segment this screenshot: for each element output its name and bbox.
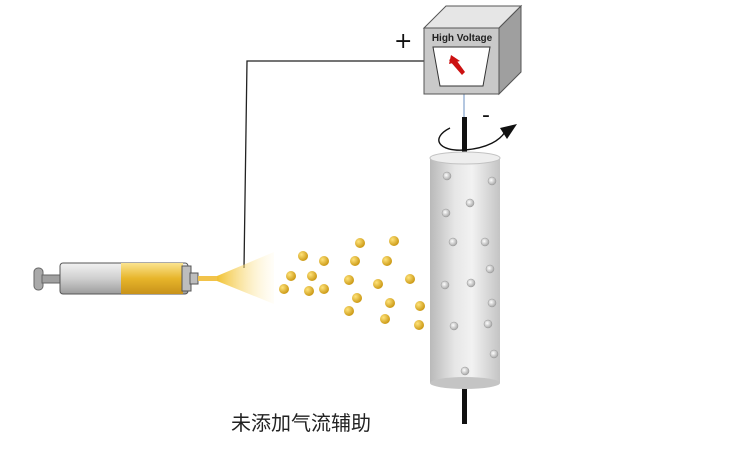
droplet [415, 301, 425, 311]
collector-shaft-top [462, 117, 467, 163]
droplet [355, 238, 365, 248]
droplet [279, 284, 289, 294]
droplet [298, 251, 308, 261]
droplet [405, 274, 415, 284]
syringe-icon [33, 262, 219, 295]
taylor-cone-spray [217, 252, 274, 304]
droplet [344, 306, 354, 316]
positive-sign: + [394, 29, 412, 54]
collector-shaft-bottom [462, 386, 467, 424]
collector-holes [440, 171, 499, 376]
droplet [380, 314, 390, 324]
collector-hole [487, 298, 497, 308]
diagram-caption: 未添加气流辅助 [231, 411, 371, 435]
collector-hole [483, 319, 493, 329]
droplet [352, 293, 362, 303]
collector-hole [489, 349, 499, 359]
droplet [382, 256, 392, 266]
spray-droplets [279, 236, 425, 330]
droplet [350, 256, 360, 266]
collector-hole [465, 198, 475, 208]
droplet [414, 320, 424, 330]
high-voltage-meter-icon [422, 4, 523, 96]
droplet [319, 284, 329, 294]
droplet [385, 298, 395, 308]
collector-hole [448, 237, 458, 247]
power-supply-label: High Voltage [432, 33, 493, 44]
collector-hole [487, 176, 497, 186]
droplet [304, 286, 314, 296]
collector-hole [440, 280, 450, 290]
droplet [389, 236, 399, 246]
negative-sign: - [482, 103, 490, 128]
droplet [286, 271, 296, 281]
droplet [319, 256, 329, 266]
collector-hole [449, 321, 459, 331]
collector-hole [460, 366, 470, 376]
collector-hole [442, 171, 452, 181]
collector-hole [466, 278, 476, 288]
droplet [373, 279, 383, 289]
collector-hole [485, 264, 495, 274]
collector-hole [441, 208, 451, 218]
droplet [307, 271, 317, 281]
rotation-arrow-icon [438, 124, 517, 151]
collector-hole [480, 237, 490, 247]
droplet [344, 275, 354, 285]
positive-wire [243, 60, 424, 269]
